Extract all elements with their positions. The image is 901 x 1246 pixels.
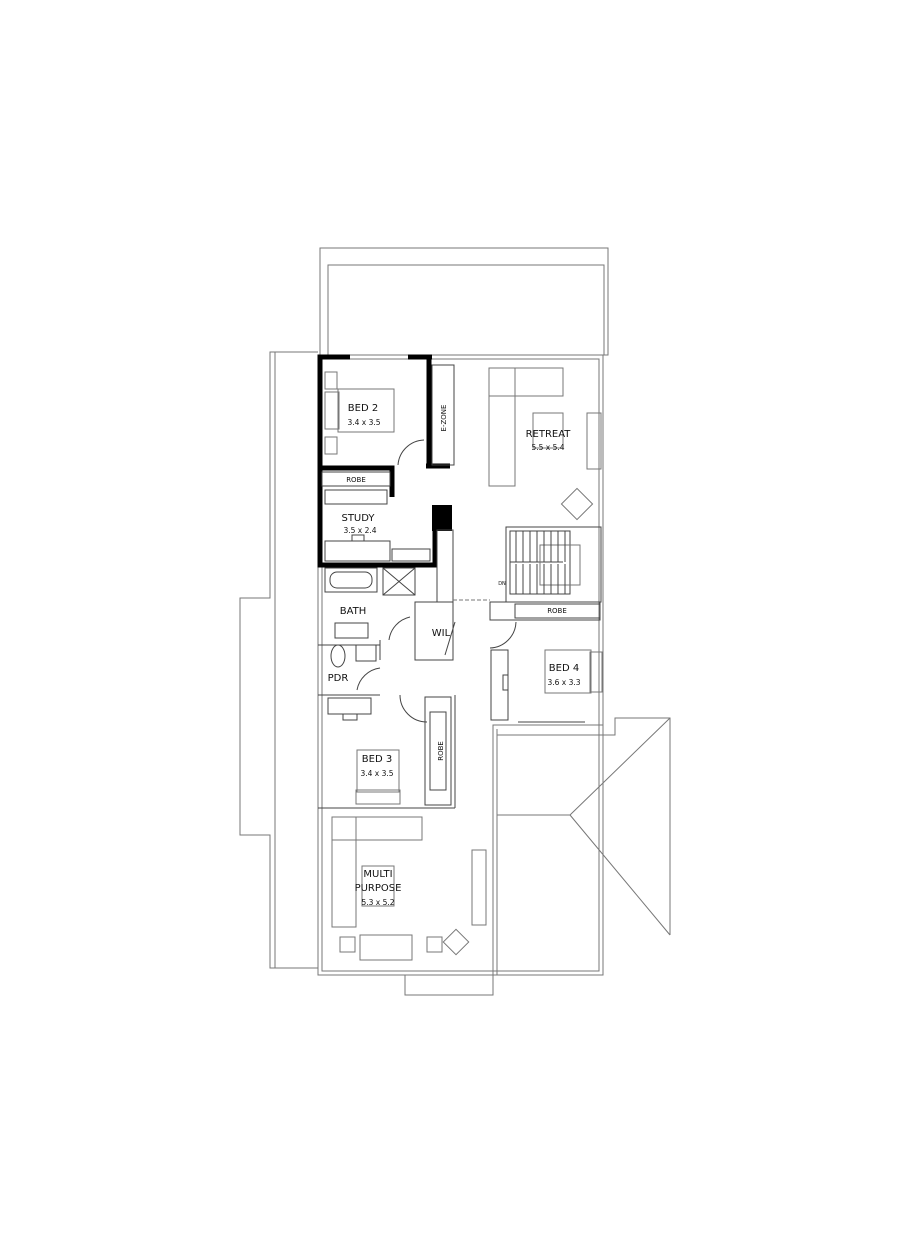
room-label-bath: BATH [340, 606, 367, 617]
room-label-multi: MULTI [363, 869, 392, 880]
room-size-retreat: 5.5 x 5.4 [531, 443, 564, 452]
room-label-retreat: RETREAT [526, 429, 572, 440]
interior-walls [318, 364, 601, 809]
furniture [324, 367, 603, 961]
room-label-robe-bed3: ROBE [437, 741, 445, 761]
room-size-bed3: 3.4 x 3.5 [360, 769, 393, 778]
room-label-purpose: PURPOSE [355, 883, 402, 894]
roof-outline [497, 717, 671, 936]
room-size-study: 3.5 x 2.4 [343, 526, 376, 535]
stair-direction-label: DN [498, 581, 506, 587]
highlighted-walls [317, 354, 452, 568]
room-label-wil: WIL [432, 628, 451, 639]
outer-boundary [239, 351, 604, 996]
room-label-robe-bed2: ROBE [346, 476, 366, 484]
room-label-bed3: BED 3 [362, 754, 392, 765]
room-label-pdr: PDR [328, 673, 349, 684]
room-size-bed2: 3.4 x 3.5 [347, 418, 380, 427]
door-swings [356, 439, 517, 723]
room-size-multipurpose: 5.3 x 5.2 [361, 898, 394, 907]
room-label-bed4: BED 4 [549, 663, 579, 674]
room-size-bed4: 3.6 x 3.3 [547, 678, 580, 687]
room-label-study: STUDY [341, 513, 375, 524]
stair-treads [515, 531, 566, 594]
room-label-bed2: BED 2 [348, 403, 378, 414]
room-label-ezone: E-ZONE [440, 405, 448, 432]
room-label-robe-bed4: ROBE [547, 607, 567, 615]
balcony [319, 247, 609, 356]
staircase [505, 526, 602, 603]
